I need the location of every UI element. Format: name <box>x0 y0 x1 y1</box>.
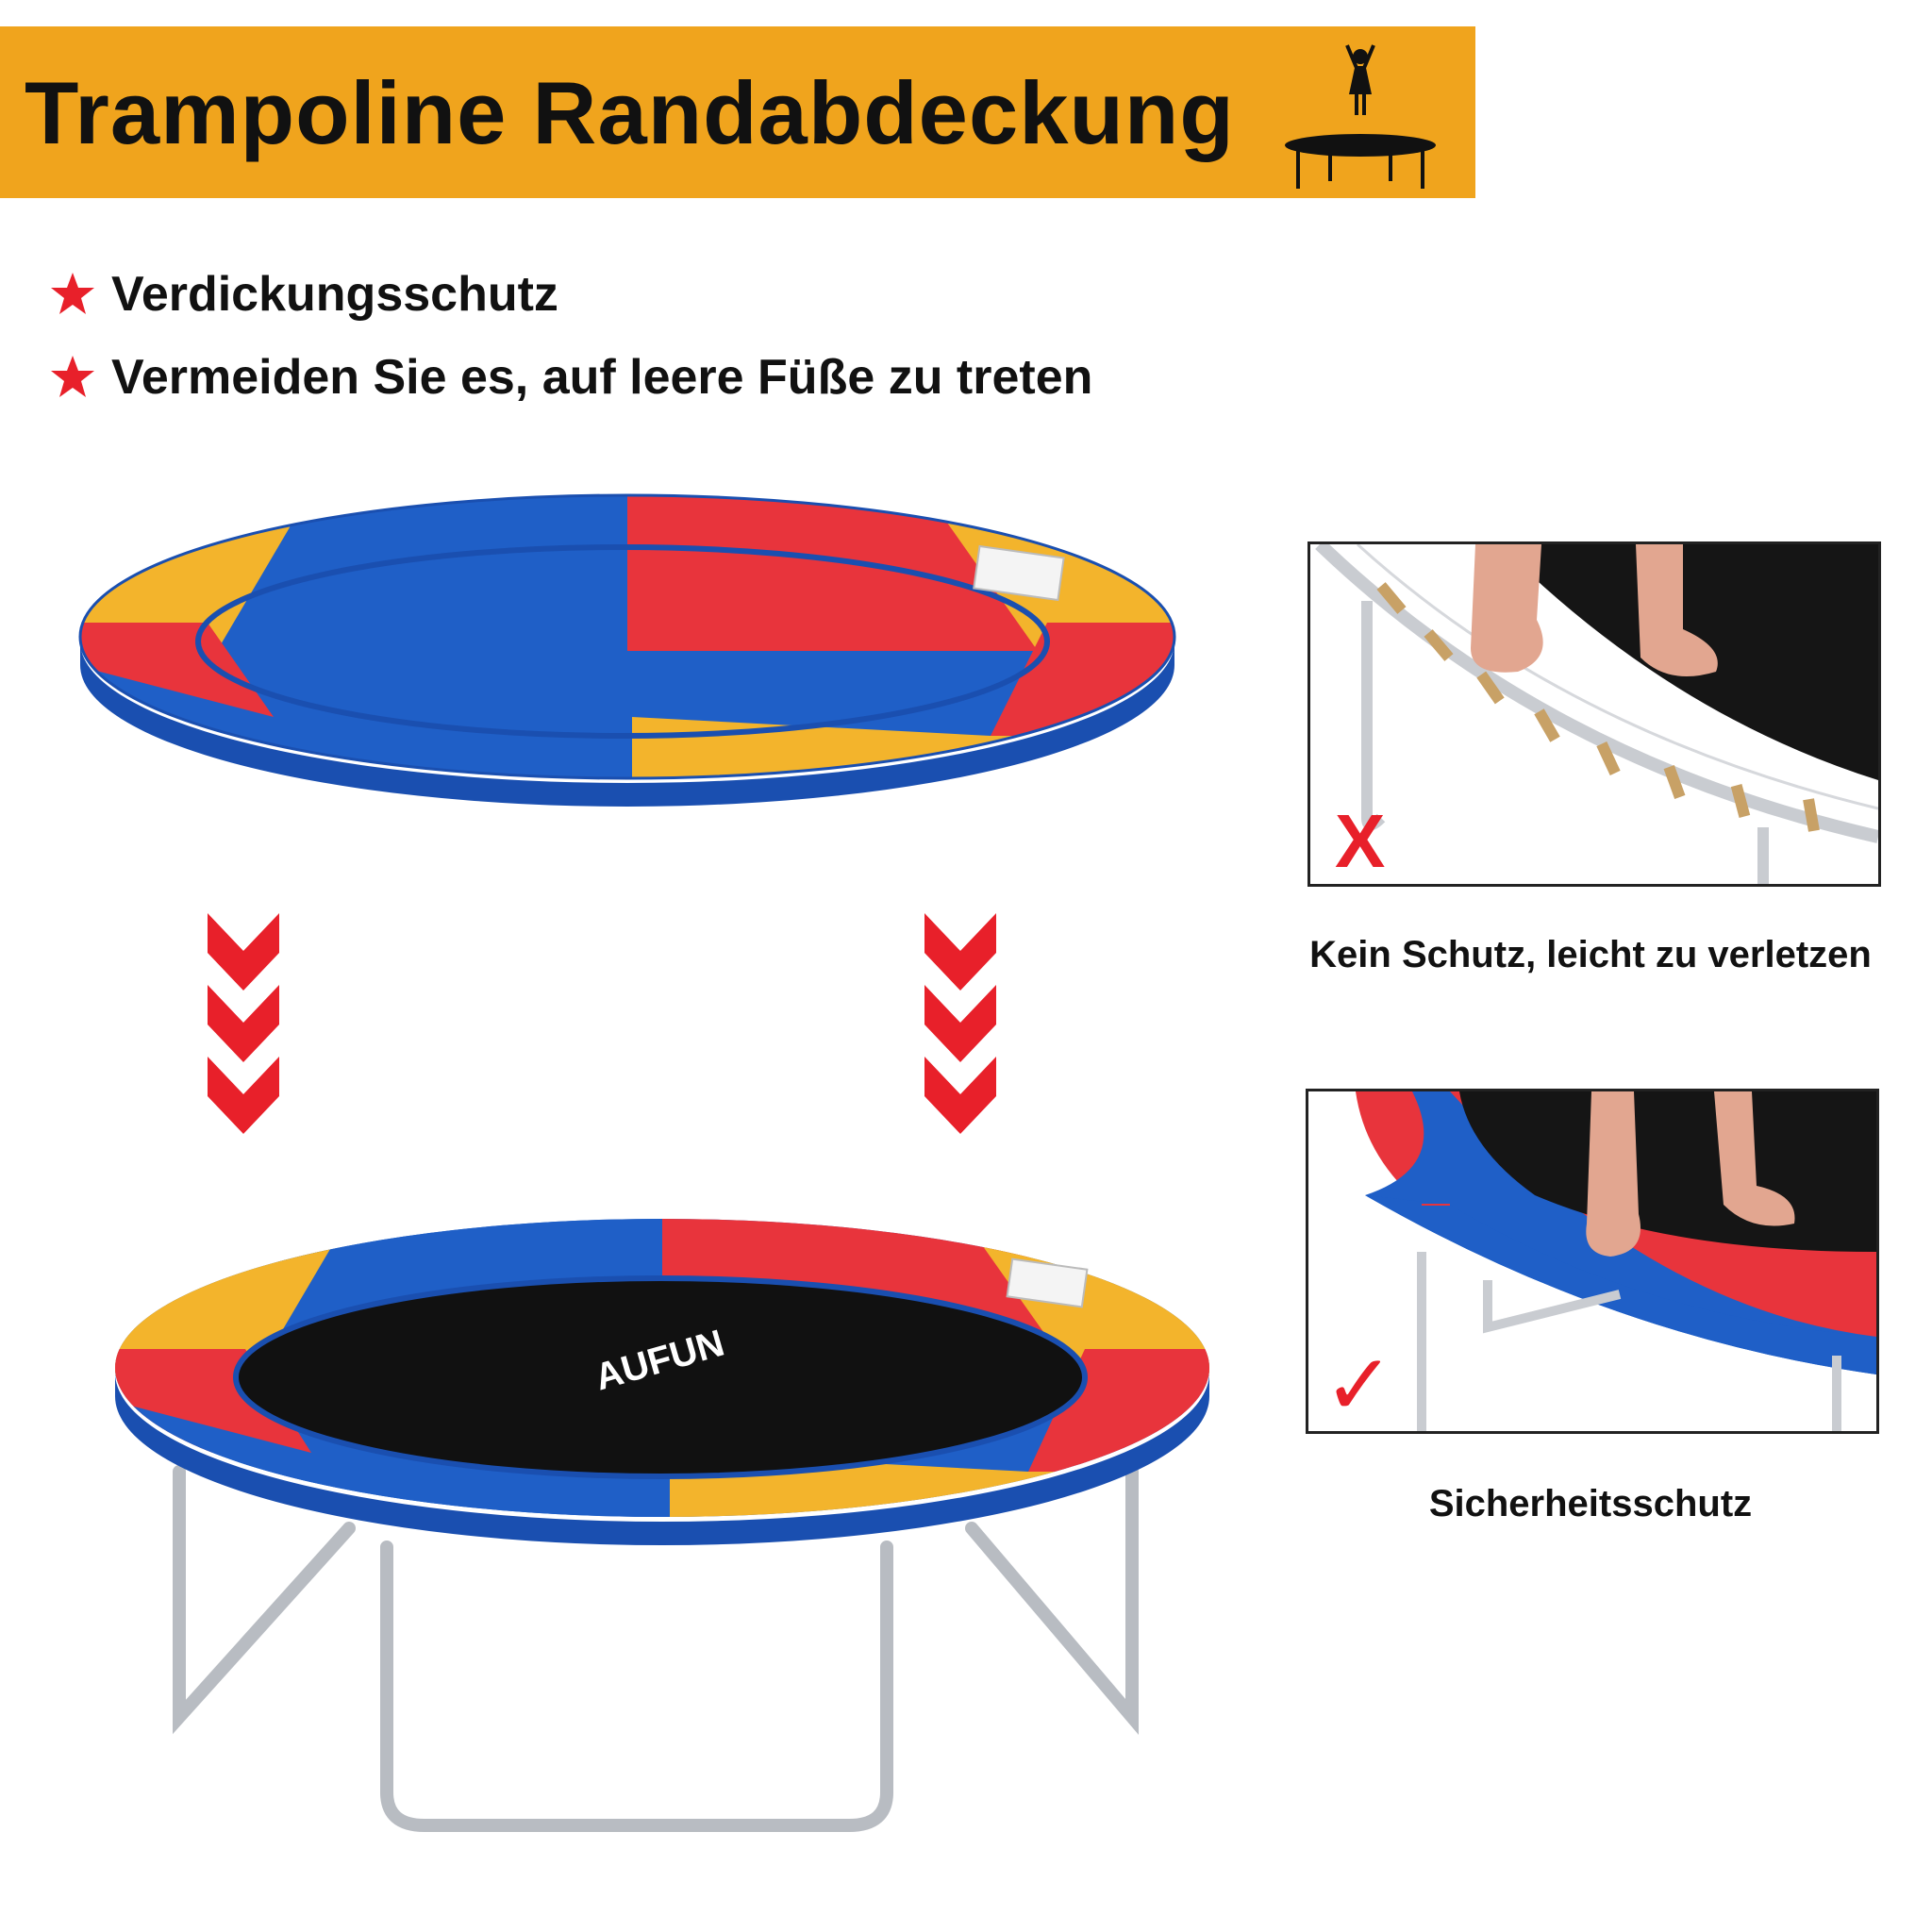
check-mark: ✓ <box>1324 1336 1394 1431</box>
trampoline-assembled: AUFUN <box>115 1219 1209 1832</box>
feature-text: Verdickungsschutz <box>111 267 558 322</box>
trampoline-jumper-icon <box>1285 44 1436 189</box>
star-icon <box>51 356 94 397</box>
feature-item: Vermeiden Sie es, auf leere Füße zu tret… <box>49 349 1092 406</box>
title-banner: Trampoline Randabdeckung <box>0 26 1475 198</box>
no-protection-photo: X <box>1310 544 1878 884</box>
down-arrows-right <box>924 913 996 1134</box>
down-arrows-left <box>208 913 279 1134</box>
feature-text: Vermeiden Sie es, auf leere Füße zu tret… <box>111 350 1093 405</box>
safety-protection-caption: Sicherheitsschutz <box>1428 1483 1753 1524</box>
no-protection-caption: Kein Schutz, leicht zu verletzen <box>1309 934 1872 975</box>
safety-protection-photo: ✓ <box>1308 1091 1876 1431</box>
feature-item: Verdickungsschutz <box>49 266 558 323</box>
no-protection-panel: X <box>1307 541 1881 887</box>
page-title: Trampoline Randabdeckung <box>25 63 1235 162</box>
cross-mark: X <box>1335 799 1385 883</box>
star-icon <box>51 273 94 314</box>
safety-protection-panel: ✓ <box>1306 1089 1879 1434</box>
edge-pad <box>78 493 1176 807</box>
